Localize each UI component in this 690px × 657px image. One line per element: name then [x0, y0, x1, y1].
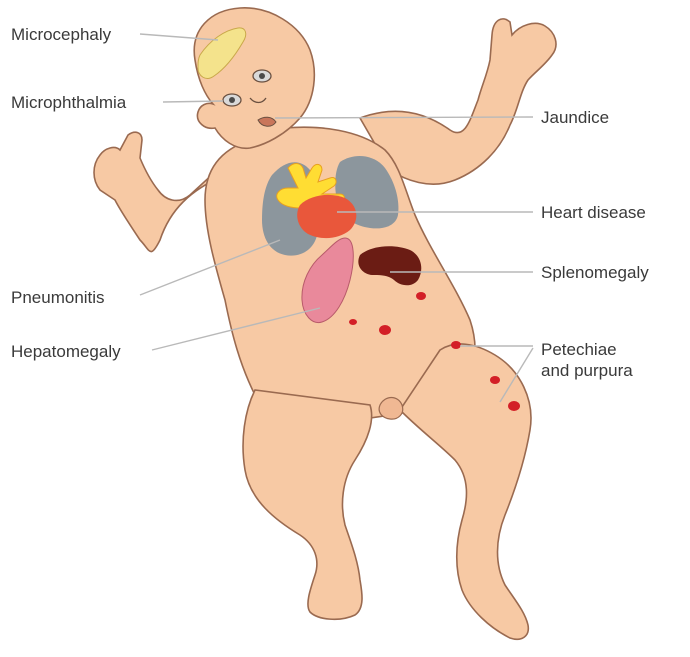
label-jaundice: Jaundice: [541, 107, 609, 128]
label-petechiae: Petechiae: [541, 339, 617, 360]
label-pneumonitis: Pneumonitis: [11, 287, 105, 308]
label-and-purpura: and purpura: [541, 360, 633, 381]
label-splenomegaly: Splenomegaly: [541, 262, 649, 283]
left-pupil: [259, 73, 265, 79]
petechia: [451, 341, 461, 349]
petechia: [416, 292, 426, 300]
label-microphthalmia: Microphthalmia: [11, 92, 126, 113]
petechia: [508, 401, 520, 411]
right-leg: [243, 390, 372, 619]
petechia: [490, 376, 500, 384]
petechia: [379, 325, 391, 335]
label-hepatomegaly: Hepatomegaly: [11, 341, 121, 362]
leader-jaundice: [275, 117, 533, 118]
petechia: [349, 319, 357, 325]
heart: [297, 195, 356, 238]
leader-microphthalmia: [163, 101, 223, 102]
genitals: [379, 398, 403, 420]
label-microcephaly: Microcephaly: [11, 24, 111, 45]
left-leg: [400, 344, 531, 639]
right-pupil: [229, 97, 235, 103]
label-heart-disease: Heart disease: [541, 202, 646, 223]
